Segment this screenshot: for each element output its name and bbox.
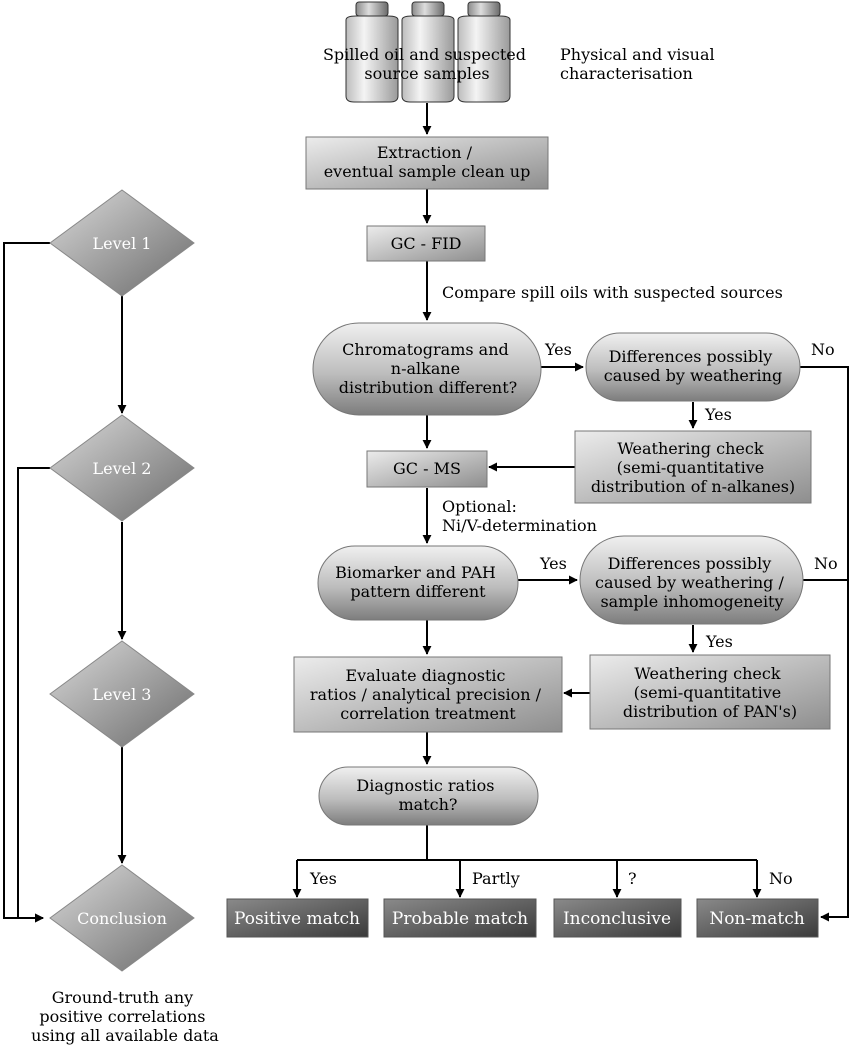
conclusion-diamond: Conclusion (49, 864, 195, 972)
samples-label: Spilled oil and suspected source samples (323, 45, 531, 83)
gc-ms-label: GC - MS (393, 459, 461, 478)
gc-fid-box: GC - FID (366, 225, 486, 262)
extraction-box: Extraction / eventual sample clean up (305, 136, 549, 190)
level-1-label: Level 1 (93, 234, 152, 253)
edge-label-unknown: ? (628, 869, 637, 888)
edge-label-yes: Yes (309, 869, 337, 888)
svg-text:Extraction / eventual sa: Extraction / eventual sample clean up (324, 143, 531, 181)
chromatograms-decision: Chromatograms and n-alkane distribution … (312, 322, 542, 416)
level-2-diamond: Level 2 (49, 414, 195, 522)
level-connectors (3, 242, 127, 923)
bottle-icon (457, 1, 511, 103)
svg-text:Probable match: Probable match (392, 909, 528, 929)
outcome-inconclusive: Inconclusive (553, 898, 682, 938)
level-3-label: Level 3 (93, 685, 152, 704)
outcome-non-match: Non-match (696, 898, 819, 938)
edge-label-yes: Yes (539, 554, 567, 573)
svg-text:Evaluate diagnostic rati: Evaluate diagnostic ratios / analytical … (310, 666, 546, 723)
bottle-icon (345, 1, 399, 103)
ratios-decision: Diagnostic ratios match? (318, 766, 539, 826)
biomarker-decision: Biomarker and PAH pattern different (317, 545, 519, 621)
svg-text:Chromatograms and n-alka: Chromatograms and n-alkane distribution … (339, 340, 518, 397)
svg-text:Weathering check (semi-q: Weathering check (semi-quantitative dist… (623, 664, 797, 721)
sample-bottles (345, 1, 511, 103)
evaluate-box: Evaluate diagnostic ratios / analytical … (293, 656, 563, 733)
bottle-icon (401, 1, 455, 103)
optional-note: Optional: Ni/V-determination (442, 497, 597, 535)
edge-label-partly: Partly (472, 869, 520, 888)
gc-fid-label: GC - FID (391, 234, 462, 253)
svg-text:Inconclusive: Inconclusive (563, 909, 671, 929)
flow-connectors (292, 103, 849, 922)
compare-note: Compare spill oils with suspected source… (442, 283, 783, 302)
conclusion-note: Ground-truth any positive correlations u… (31, 988, 219, 1045)
edge-label-no: No (769, 869, 793, 888)
weathering-decision-2: Differences possibly caused by weatherin… (579, 535, 804, 625)
gc-ms-box: GC - MS (366, 450, 488, 488)
svg-text:Biomarker and PAH patter: Biomarker and PAH pattern different (335, 563, 501, 601)
outcome-probable-match: Probable match (383, 898, 537, 938)
svg-text:Positive match: Positive match (234, 909, 360, 929)
weathering-decision-1: Differences possibly caused by weatherin… (585, 332, 801, 402)
edge-label-no: No (811, 340, 835, 359)
level-2-label: Level 2 (93, 459, 152, 478)
edge-label-no: No (814, 554, 838, 573)
samples-side-note: Physical and visual characterisation (560, 45, 720, 83)
weathering-check-1: Weathering check (semi-quantitative dist… (574, 430, 812, 504)
svg-text:Diagnostic ratios match?: Diagnostic ratios match? (356, 776, 499, 814)
svg-text:Differences possibly cau: Differences possibly caused by weatherin… (595, 554, 789, 611)
edge-label-yes: Yes (705, 632, 733, 651)
conclusion-label: Conclusion (77, 909, 167, 928)
svg-text:Differences possibly cau: Differences possibly caused by weatherin… (604, 347, 782, 385)
svg-text:Non-match: Non-match (709, 909, 804, 929)
weathering-check-2: Weathering check (semi-quantitative dist… (589, 654, 831, 730)
svg-text:Weathering check (semi-q: Weathering check (semi-quantitative dist… (591, 439, 795, 496)
level-3-diamond: Level 3 (49, 640, 195, 748)
outcome-positive-match: Positive match (226, 898, 369, 938)
level-1-diamond: Level 1 (49, 189, 195, 297)
edge-label-yes: Yes (704, 405, 732, 424)
edge-label-yes: Yes (544, 340, 572, 359)
